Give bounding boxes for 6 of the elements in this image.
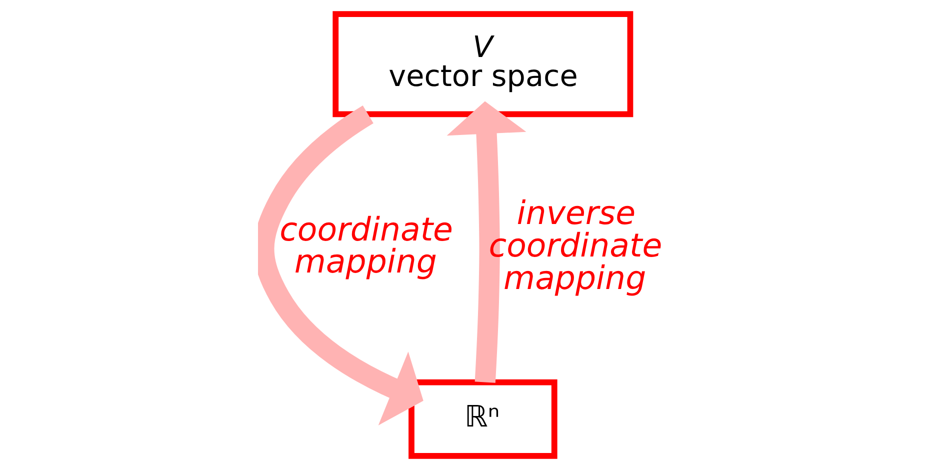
edge-label: inverse coordinate mapping <box>488 194 662 297</box>
node-box: ℝⁿ <box>408 379 557 459</box>
arrow <box>258 106 423 426</box>
arrow <box>446 101 526 383</box>
node-box: V vector space <box>332 11 633 118</box>
edge-label: coordinate mapping <box>279 210 452 281</box>
